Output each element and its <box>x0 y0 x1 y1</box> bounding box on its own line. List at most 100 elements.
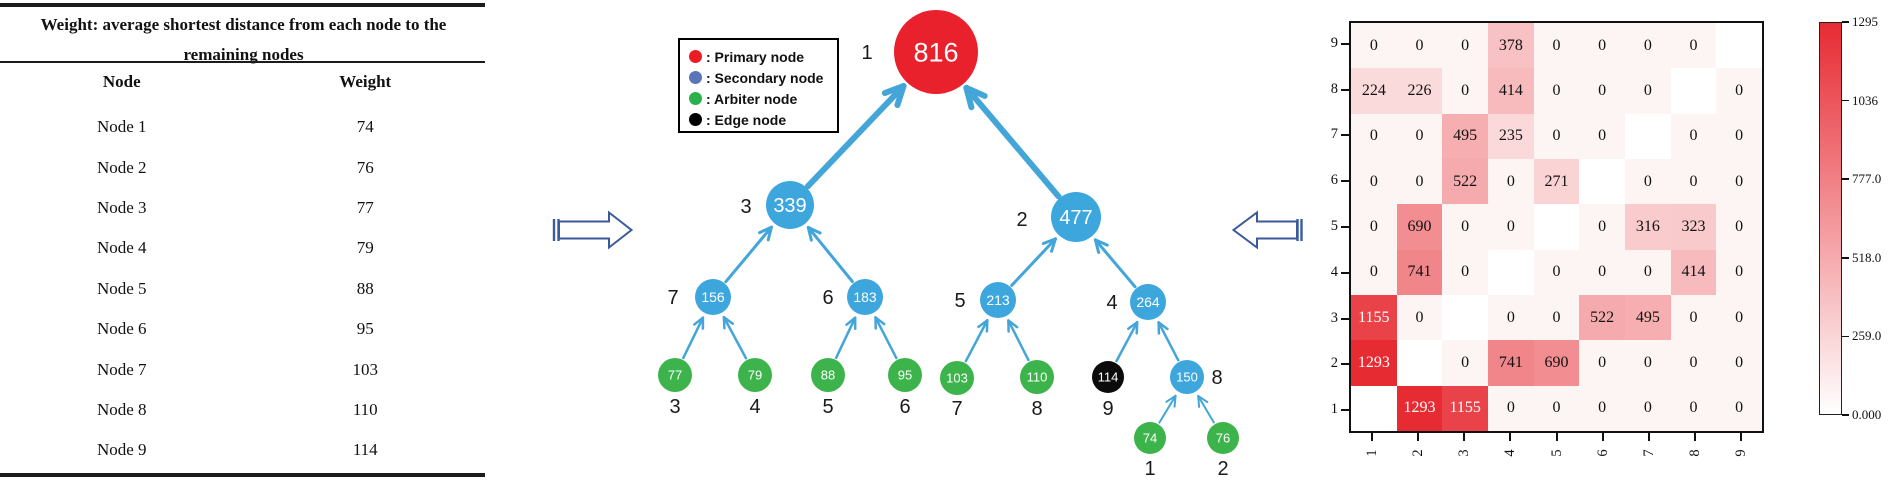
tree-node-tag: 6 <box>822 287 833 309</box>
tree-edge-arrowhead-icon <box>1093 238 1101 254</box>
heatmap-y-tick-label: 6 <box>1330 172 1338 189</box>
tree-node-tag: 2 <box>1217 458 1228 480</box>
heatmap-y-tick-label: 9 <box>1330 34 1338 51</box>
legend-dot-icon <box>689 50 702 63</box>
heatmap-cell: 0 <box>1579 249 1625 295</box>
heatmap-y-tick-label: 8 <box>1330 80 1338 97</box>
tree-node-tag: 7 <box>667 287 678 309</box>
tree-edge <box>1007 319 1030 362</box>
heatmap-y-tick-label: 3 <box>1330 309 1338 326</box>
heatmap-y-tick <box>1341 317 1349 320</box>
tree-node-value: 77 <box>668 368 682 383</box>
heatmap-cell: 0 <box>1533 68 1580 114</box>
table-title: Weight: average shortest distance from e… <box>0 10 487 70</box>
tree-edge <box>1115 321 1139 363</box>
tree-node-value: 79 <box>748 368 762 383</box>
table-bottom-rule <box>0 473 485 477</box>
table-cell-weight: 95 <box>356 319 374 339</box>
heatmap-y-tick-label: 7 <box>1330 126 1338 143</box>
table-cell-node: Node 8 <box>96 399 147 419</box>
tree-edge <box>1010 237 1057 287</box>
heatmap-cell <box>1579 158 1625 205</box>
table-header-weight: Weight <box>339 72 392 91</box>
tree-node-value: 816 <box>913 37 958 67</box>
heatmap-cell <box>1716 23 1762 69</box>
colorbar-tick-label: 777.0 <box>1852 171 1882 187</box>
heatmap-cell: 0 <box>1670 340 1717 386</box>
tree-edge <box>1197 394 1215 424</box>
tree-edge <box>682 316 705 360</box>
colorbar-tick <box>1842 99 1849 102</box>
heatmap-x-tick <box>1739 433 1742 441</box>
legend-item-label: : Primary node <box>706 48 805 65</box>
table-cell-node: Node 9 <box>96 440 147 460</box>
tree-node-secondary <box>766 181 814 229</box>
heatmap-y-tick-label: 5 <box>1330 218 1338 234</box>
heatmap-cell: 0 <box>1396 158 1443 205</box>
legend-dot-icon <box>689 71 702 84</box>
heatmap-cell: 1155 <box>1351 294 1397 341</box>
heatmap-cell: 1155 <box>1442 385 1488 431</box>
heatmap-y-tick <box>1341 409 1349 412</box>
flow-arrow-right-icon <box>558 210 634 250</box>
heatmap-cell: 0 <box>1716 385 1762 431</box>
heatmap-cell: 741 <box>1488 340 1534 386</box>
heatmap-cell: 0 <box>1488 158 1534 205</box>
table-cell-weight: 74 <box>356 117 374 137</box>
tree-edge-arrowhead-icon <box>977 319 989 329</box>
heatmap-cell: 323 <box>1670 204 1717 250</box>
table-cell-node: Node 5 <box>96 278 147 298</box>
heatmap-cell: 0 <box>1625 68 1671 114</box>
tree-edge-arrowhead-icon <box>1127 321 1139 331</box>
heatmap-cell: 0 <box>1579 204 1625 250</box>
colorbar-tick <box>1842 335 1849 338</box>
heatmap-cell: 1293 <box>1351 340 1397 386</box>
tree-node-tag: 2 <box>1016 209 1027 231</box>
heatmap-cell: 0 <box>1442 204 1488 250</box>
tree-node-value: 88 <box>821 368 835 383</box>
heatmap-cell: 0 <box>1579 113 1625 159</box>
tree-node-secondary <box>695 279 731 315</box>
tree-edge <box>1093 238 1137 289</box>
colorbar-tick <box>1842 178 1849 180</box>
heatmap-cell: 0 <box>1716 249 1762 295</box>
tree-node-value: 477 <box>1059 207 1092 229</box>
heatmap-cell: 0 <box>1488 204 1534 250</box>
heatmap-x-tick <box>1693 433 1696 441</box>
tree-node-tag: 1 <box>861 42 872 64</box>
heatmap-x-tick-label: 3 <box>1455 449 1472 457</box>
heatmap-cell: 0 <box>1396 23 1443 69</box>
tree-edge-arrowhead-icon <box>894 83 907 109</box>
colorbar-tick <box>1842 21 1849 23</box>
heatmap-cell: 0 <box>1670 294 1717 341</box>
heatmap-cell: 522 <box>1579 294 1625 341</box>
tree-edge <box>874 316 898 360</box>
heatmap-x-tick <box>1371 433 1374 441</box>
tree-node-edge <box>1092 361 1124 393</box>
weight-table-panel: Weight: average shortest distance from e… <box>0 0 487 483</box>
colorbar-tick-label: 1295 <box>1852 14 1878 29</box>
colorbar-tick-label: 259.0 <box>1852 328 1882 344</box>
heatmap-x-tick <box>1463 433 1466 441</box>
table-cell-node: Node 7 <box>96 359 147 379</box>
heatmap-cell: 378 <box>1488 23 1534 69</box>
tree-edge <box>1157 321 1180 362</box>
tree-node-value: 264 <box>1136 294 1160 310</box>
heatmap-cell: 414 <box>1488 68 1534 114</box>
tree-node-value: 114 <box>1098 370 1119 385</box>
tree-edge-arrowhead-icon <box>1050 237 1057 253</box>
tree-node-value: 95 <box>898 368 912 383</box>
heatmap-cell: 0 <box>1579 68 1625 114</box>
tree-edge-arrowhead-icon <box>1197 394 1201 408</box>
tree-edge <box>964 319 989 363</box>
heatmap-cell: 0 <box>1716 68 1762 114</box>
heatmap-cell: 0 <box>1579 385 1625 431</box>
heatmap-y-tick <box>1341 180 1349 183</box>
colorbar <box>1819 22 1842 415</box>
heatmap-cell: 0 <box>1579 23 1625 69</box>
